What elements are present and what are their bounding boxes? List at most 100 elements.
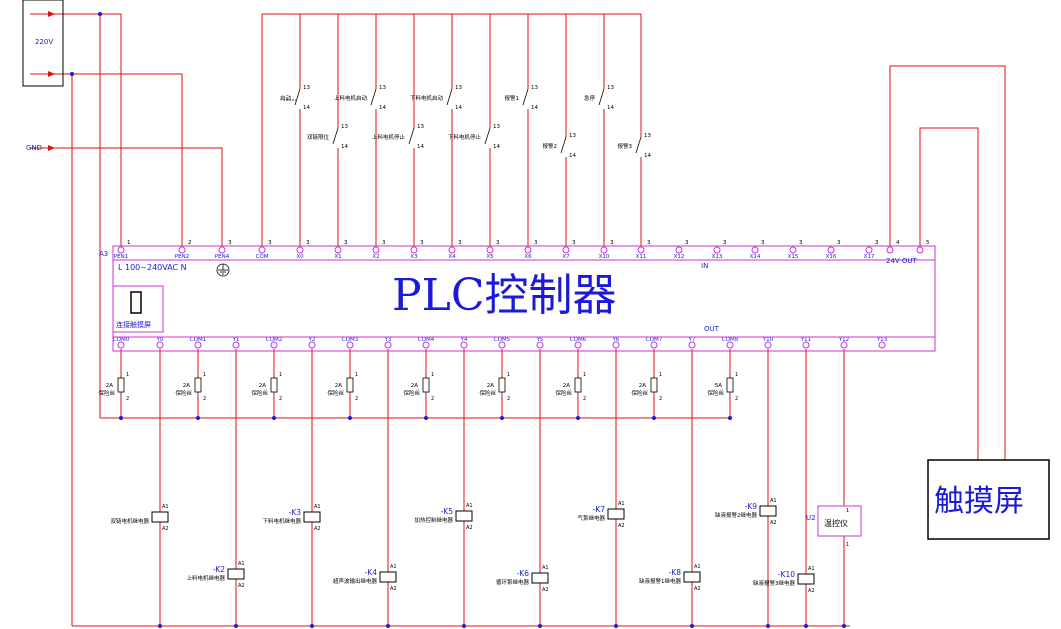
bottom-terminal-14 [650,341,658,349]
switch-pin-a-9: 13 [644,133,651,139]
fuse-rating-1: 2A [183,383,190,389]
bottom-terminal-2 [194,341,202,349]
relay-node-7 [690,624,694,628]
gnd-rail [60,147,223,246]
fuse-rating-8: 5A [715,383,722,389]
top-terminal-pin-11: 3 [572,240,576,246]
top-terminal-18 [827,246,835,254]
top-terminal-name-16: X14 [750,254,761,260]
top-terminal-pin-21: 5 [926,240,930,246]
fuse-pin1-4: 1 [431,372,434,378]
top-terminal-name-1: PEN2 [175,254,189,260]
switch-contact-0 [294,88,301,106]
relay-node-6 [614,624,618,628]
relay-label-1: 上料电机继电器 [186,574,225,582]
top-terminal-name-7: X3 [410,254,418,260]
switch-label-7: 报警2 [543,142,558,150]
top-terminal-pin-8: 3 [458,240,462,246]
top-terminal-5 [334,246,342,254]
top-terminal-pin-15: 3 [723,240,727,246]
relay-ref-6: -K7 [593,505,606,514]
fuse-node-5 [500,416,504,420]
top-terminal-3 [258,246,266,254]
plc-24v-label: 24V OUT [886,257,918,265]
relay-node-8 [766,624,770,628]
fuse-3 [346,377,354,393]
l-rail [60,13,122,246]
connect-port-box [112,285,164,333]
top-terminal-name-6: X2 [372,254,379,260]
fuse-pin1-0: 1 [126,372,129,378]
switch-contact-5 [484,127,491,145]
bottom-terminal-name-9: Y4 [460,337,468,343]
fuse-label-2: 保险丝 [251,389,268,397]
switch-label-0: 启动 [280,94,292,102]
relay-coil-9 [797,573,815,585]
top-terminal-name-14: X12 [674,254,685,260]
relay-node-2 [310,624,314,628]
fuse-pin1-1: 1 [203,372,206,378]
top-terminal-21 [916,246,924,254]
bottom-terminal-name-16: COM8 [722,337,739,343]
fuse-rating-5: 2A [487,383,494,389]
gnd-label: GND [26,144,42,152]
top-terminal-pin-0: 1 [127,240,131,246]
voltage-label: 220V [35,38,53,46]
top-terminal-name-4: X0 [296,254,304,260]
fuse-label-4: 保险丝 [403,389,420,397]
fuse-pin1-8: 1 [735,372,738,378]
fuse-pin1-6: 1 [583,372,586,378]
n-supply-arrow [48,71,55,77]
bottom-terminal-18 [802,341,810,349]
fuse-8 [726,377,734,393]
switch-pin-a-6: 13 [531,85,538,91]
bottom-terminal-name-5: Y2 [308,337,316,343]
top-terminal-name-10: X6 [524,254,532,260]
top-terminal-pin-4: 3 [306,240,310,246]
switch-contact-1 [332,127,339,145]
plc-title: PLC控制器 [392,270,617,321]
fuse-2 [270,377,278,393]
top-terminal-pin-9: 3 [496,240,500,246]
bottom-terminal-name-0: COM0 [113,337,130,343]
bottom-terminal-10 [498,341,506,349]
switch-contact-8 [598,88,605,106]
switch-contact-7 [560,136,567,154]
bottom-terminal-name-14: COM7 [646,337,663,343]
top-terminal-4 [296,246,304,254]
bottom-terminal-6 [346,341,354,349]
switch-contact-9 [635,136,642,154]
relay-a2-1: A2 [238,583,245,589]
switch-label-8: 急停 [584,94,596,102]
bottom-terminal-13 [612,341,620,349]
fuse-node-3 [348,416,352,420]
relay-a1-0: A1 [162,504,169,510]
bottom-terminal-name-7: Y3 [384,337,392,343]
bottom-terminal-name-3: Y1 [232,337,240,343]
switch-pin-a-3: 13 [417,124,424,130]
relay-a1-3: A1 [390,564,397,570]
relay-ref-4: -K5 [441,507,454,516]
switch-contact-2 [370,88,377,106]
top-terminal-pin-13: 3 [647,240,651,246]
bottom-terminal-3 [232,341,240,349]
plc-in-label: IN [701,262,708,270]
bottom-terminal-1 [156,341,164,349]
temp-controller-box [817,505,862,537]
relay-a1-4: A1 [466,503,473,509]
top-terminal-name-2: PEN4 [215,254,230,260]
relay-a2-4: A2 [466,525,473,531]
top-terminal-name-9: X5 [486,254,494,260]
relay-coil-1 [227,568,245,580]
switch-label-1: 双链限位 [307,133,330,141]
components-layer: PEN11PEN22PEN43COM3X03X13X23X33X43X53X63… [48,11,930,628]
switch-pin-b-3: 14 [417,144,424,150]
fuse-pin2-6: 2 [583,396,586,402]
relay-ref-8: -K9 [745,502,758,511]
relay-node-5 [538,624,542,628]
top-terminal-8 [448,246,456,254]
top-terminal-9 [486,246,494,254]
relay-a2-7: A2 [694,586,701,592]
top-terminal-pin-5: 3 [344,240,348,246]
